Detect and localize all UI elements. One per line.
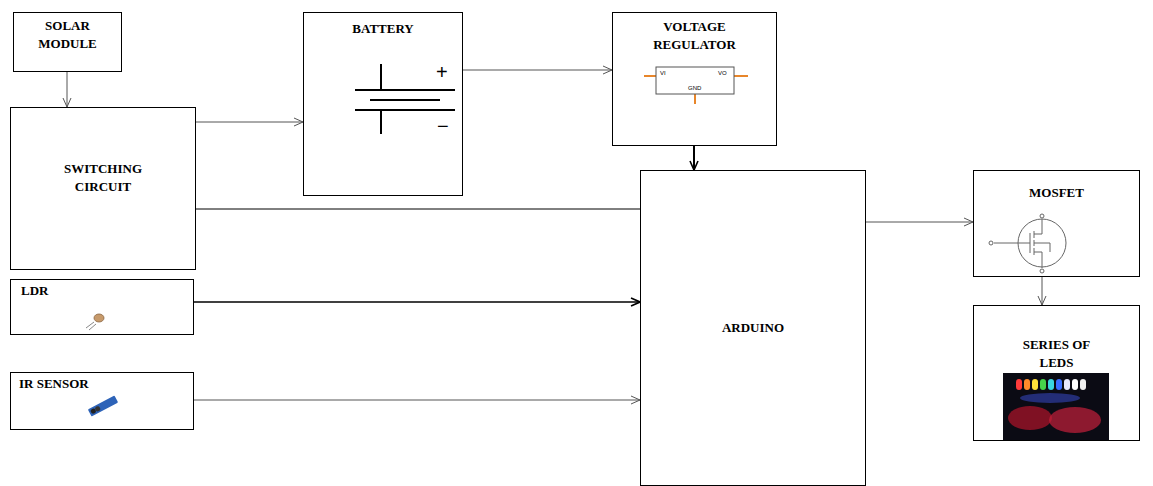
ir-board xyxy=(88,395,118,416)
pin-name: VI xyxy=(660,70,666,76)
led xyxy=(1032,379,1038,390)
mosfet-wire xyxy=(1034,234,1042,235)
box-label: SOLAR MODULE xyxy=(29,17,107,53)
box-label: BATTERY xyxy=(352,20,413,38)
connector-arrow xyxy=(194,400,640,401)
leds-photo xyxy=(1003,373,1109,440)
process-box: SWITCHING CIRCUIT xyxy=(10,107,196,270)
storage-box: BATTERY xyxy=(303,12,463,196)
polarity-sign: − xyxy=(437,116,449,136)
led xyxy=(1056,379,1062,390)
box-label: MOSFET xyxy=(1029,184,1084,202)
battery-plate xyxy=(370,99,440,101)
connector-arrow xyxy=(196,209,640,210)
mosfet-symbol xyxy=(989,214,1066,273)
pin-name: GND xyxy=(688,85,701,91)
box-label: SERIES OF LEDS xyxy=(1007,336,1107,372)
regulator-body xyxy=(656,67,734,94)
battery-plate xyxy=(355,89,455,91)
output-box: SERIES OF LEDS xyxy=(973,305,1140,441)
mosfet-wire xyxy=(1050,243,1051,252)
led xyxy=(1040,379,1046,390)
regulator-symbol xyxy=(644,67,748,104)
mosfet-wire xyxy=(994,243,1030,244)
connector-arrow xyxy=(196,122,303,123)
regulator-box: VOLTAGE REGULATOR xyxy=(612,12,777,146)
mosfet-pin xyxy=(1040,214,1044,218)
box-label: SWITCHING CIRCUIT xyxy=(48,160,158,196)
connector-arrow xyxy=(67,72,68,107)
connector-arrow xyxy=(194,301,640,302)
ldr-picture xyxy=(86,314,104,330)
connector-arrow xyxy=(866,222,973,223)
led xyxy=(1048,379,1054,390)
mosfet-wire xyxy=(1042,219,1043,234)
connector-arrow xyxy=(693,146,695,170)
leds-picture xyxy=(1003,373,1109,440)
mosfet-wire xyxy=(1034,243,1050,244)
ldr-leg xyxy=(89,324,96,330)
led xyxy=(1072,379,1078,390)
regulator-pin xyxy=(644,75,656,77)
mosfet-wire xyxy=(1042,252,1043,268)
regulator-pin xyxy=(734,75,748,77)
regulator-pin xyxy=(694,94,696,104)
connector-arrow xyxy=(463,70,612,71)
polarity-sign: + xyxy=(436,62,448,82)
pin-name: VO xyxy=(718,70,727,76)
source-box: SOLAR MODULE xyxy=(13,12,122,72)
led-glow xyxy=(1008,406,1052,430)
mosfet-pin xyxy=(989,241,993,245)
ldr-body xyxy=(94,314,104,322)
sensor-box: IR SENSOR xyxy=(10,372,194,430)
led-glow xyxy=(1020,393,1080,403)
controller-box: ARDUINO xyxy=(640,170,866,486)
connector-arrow xyxy=(1042,277,1043,305)
ir-sensor-picture xyxy=(88,395,118,416)
ir-diode xyxy=(94,405,101,412)
box-label: IR SENSOR xyxy=(19,375,89,393)
battery-terminal xyxy=(380,64,382,90)
mosfet-wire xyxy=(1034,252,1042,253)
sensor-box: LDR xyxy=(10,279,194,335)
box-label: LDR xyxy=(21,282,48,300)
led xyxy=(1080,379,1086,390)
box-label: VOLTAGE REGULATOR xyxy=(635,18,755,54)
mosfet-pin xyxy=(1040,269,1044,273)
driver-box: MOSFET xyxy=(973,170,1140,277)
battery-plate xyxy=(355,109,455,111)
box-label: ARDUINO xyxy=(722,319,784,337)
led xyxy=(1024,379,1030,390)
mosfet-gate xyxy=(1030,233,1031,253)
led xyxy=(1016,379,1022,390)
battery-terminal xyxy=(380,110,382,134)
led xyxy=(1064,379,1070,390)
led-glow xyxy=(1049,407,1101,433)
